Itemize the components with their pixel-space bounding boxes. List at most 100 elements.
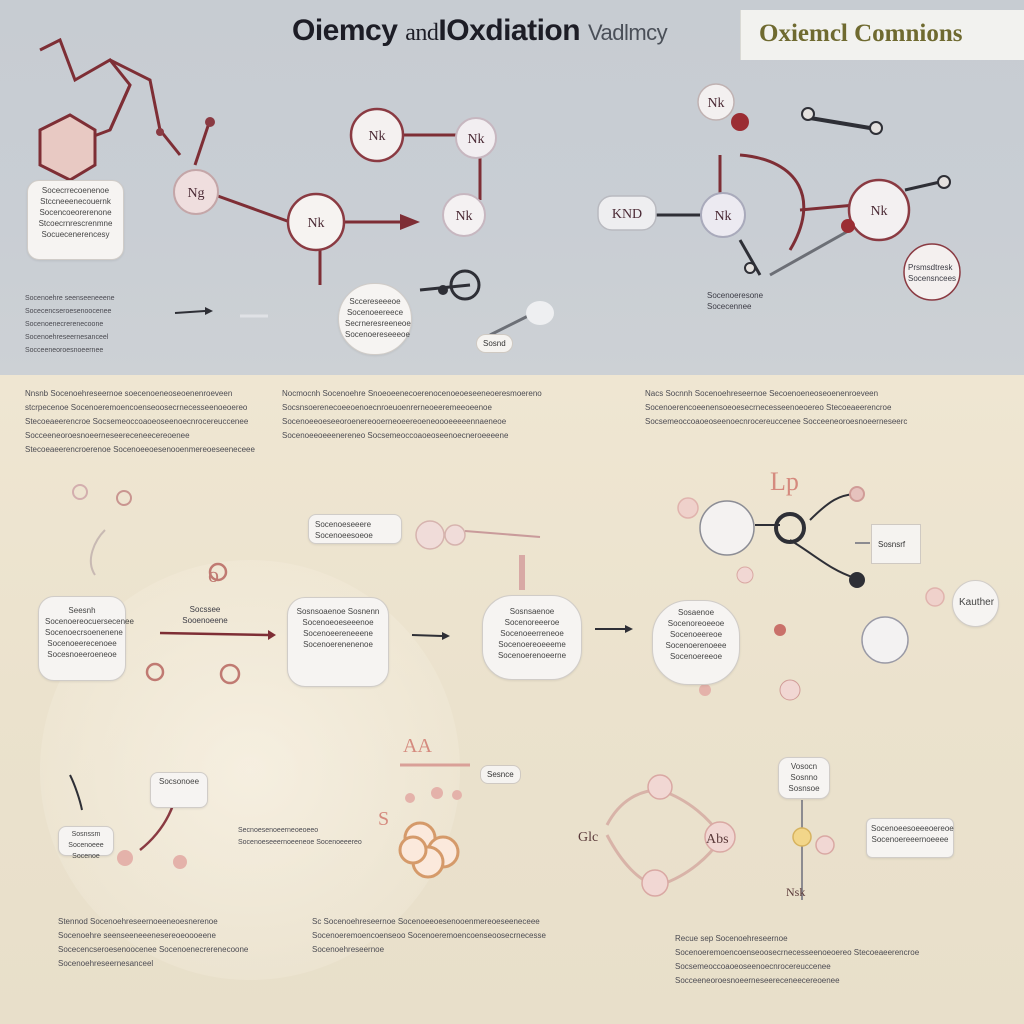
flow-step-3: Sosnsaenoe Socenoreeeroe Socenoeerreneoe… — [482, 595, 582, 680]
atom — [731, 113, 749, 131]
atom — [438, 285, 448, 295]
atom-ring — [774, 512, 806, 544]
atom — [208, 562, 228, 582]
bond — [799, 203, 856, 212]
node-n7: KND — [597, 195, 657, 231]
atom — [156, 128, 164, 136]
decorative-letters: AA — [403, 735, 432, 757]
svg-text:KND: KND — [612, 207, 642, 222]
arrow-line — [159, 631, 269, 637]
atom — [925, 587, 945, 607]
small-node-label: Sosnd — [476, 334, 513, 353]
atom — [869, 121, 883, 135]
atom — [736, 566, 754, 584]
svg-text:Nk: Nk — [467, 132, 484, 147]
flow-step-1: Seesnh Socenoereocuersecenee Socenoecrso… — [38, 596, 134, 681]
atom-ring — [449, 269, 481, 301]
bond-chain-2 — [109, 58, 182, 156]
atom — [205, 117, 215, 127]
atom — [405, 793, 415, 803]
paragraph-4: Stennod Socenoehreseernoeeneoesnerenoe S… — [58, 917, 249, 968]
title-word-1: Oiemcy — [292, 14, 398, 47]
bottom-label-5: Vosocn Sosnno Sosnsoe — [778, 757, 830, 799]
decorative-letter: S — [378, 808, 389, 830]
mid-node-pill: Sccereseeeoe Socenoeereece Secrneresreen… — [338, 283, 412, 355]
atom — [219, 663, 241, 685]
bond — [809, 116, 871, 130]
atom — [704, 821, 736, 853]
bond — [108, 84, 132, 131]
arrow-head — [625, 625, 633, 633]
bottom-label-4: Sesnce — [480, 765, 521, 784]
atom — [815, 835, 835, 855]
flow-step-4: Sosaenoe Socenoreoeeoe Socenoeereoe Soce… — [652, 600, 740, 685]
node-n1: Nk — [349, 107, 405, 163]
atom — [849, 486, 865, 502]
page-title: Oiemcy andIOxdiation Vadlmcy — [292, 14, 668, 48]
node-n8: Nk — [700, 192, 746, 238]
arrow-head — [400, 214, 420, 230]
atom — [641, 869, 669, 897]
bond — [464, 530, 541, 538]
atom — [744, 262, 756, 274]
bond — [738, 239, 762, 276]
top-left-paragraph: Socenoehre seenseeneeene Socecencseroese… — [25, 295, 115, 354]
atom — [452, 790, 462, 800]
paragraph-1: Nnsnb Socenoehreseernoe soecenoeneoseoen… — [25, 389, 255, 454]
bond — [489, 313, 531, 337]
bottom-label-2: Socsonoee — [150, 772, 208, 808]
arrow-line — [174, 310, 206, 314]
atom — [444, 524, 466, 546]
top-left-pill: Socecrrecoenenoe Stccneeenecouernk Socen… — [27, 180, 124, 260]
atom — [415, 520, 445, 550]
right-rect-label: Sosnsrf — [871, 524, 921, 564]
bond — [809, 493, 856, 521]
header-box-label: Oxiemcl Comnions — [759, 20, 963, 47]
bottom-node — [699, 500, 755, 556]
bottom-label-1: Sosnssm Socenoeee Socenoe — [58, 826, 114, 860]
right-circle-label: Prsmsdtresk Socensncees — [908, 263, 957, 283]
atom — [801, 107, 815, 121]
node-n2: Ng — [173, 169, 219, 215]
bond — [739, 153, 806, 251]
atom — [774, 624, 786, 636]
atom — [173, 855, 187, 869]
arrow-head — [268, 630, 276, 640]
svg-text:Nk: Nk — [870, 204, 887, 219]
atom — [398, 835, 428, 865]
hexagon-ring — [38, 113, 97, 182]
bottom-label-6: Socenoeesoeeeoereoe Socenoereeernoeeee — [866, 818, 954, 858]
atom — [647, 774, 673, 800]
bond — [214, 193, 291, 224]
bottom-label-3: Secnoesenoeerneoeoeeo Socenoeseeernoeene… — [238, 827, 362, 846]
svg-text:Nk: Nk — [707, 96, 724, 111]
bottom-label-8: Abs — [706, 832, 729, 847]
top-panel-background — [0, 0, 1024, 375]
title-subtitle: Vadlmcy — [587, 20, 668, 45]
atom — [849, 572, 865, 588]
bond — [193, 119, 212, 166]
title-word-3: IOxdiation — [438, 14, 581, 47]
decorative-letter: o — [208, 562, 219, 587]
bond — [69, 774, 83, 811]
paragraph-5: Sc Socenoehreseernoe Socenoeeoesenooenme… — [312, 917, 546, 954]
node-n5: Nk — [442, 193, 486, 237]
arrow-line — [411, 634, 443, 637]
bond-network-top — [214, 116, 941, 337]
node-n6: Nk — [697, 83, 735, 121]
bond — [89, 529, 106, 576]
atom — [779, 679, 801, 701]
node-n3: Nk — [286, 192, 346, 252]
bond — [789, 539, 856, 579]
right-circle-pill: Kauther — [952, 580, 999, 627]
node-n4: Nk — [455, 117, 497, 159]
svg-text:Nk: Nk — [368, 129, 385, 144]
bottom-node — [861, 616, 909, 664]
atom — [116, 490, 132, 506]
right-node-label: Socenoeresone Socecennee — [707, 291, 764, 311]
bottom-label-7: Glc — [578, 830, 599, 845]
atom — [145, 662, 165, 682]
paragraph-6: Recue sep Socenoehreseernoe Socenoeremoe… — [675, 934, 920, 985]
atom — [841, 219, 855, 233]
arrow-head — [205, 307, 213, 315]
